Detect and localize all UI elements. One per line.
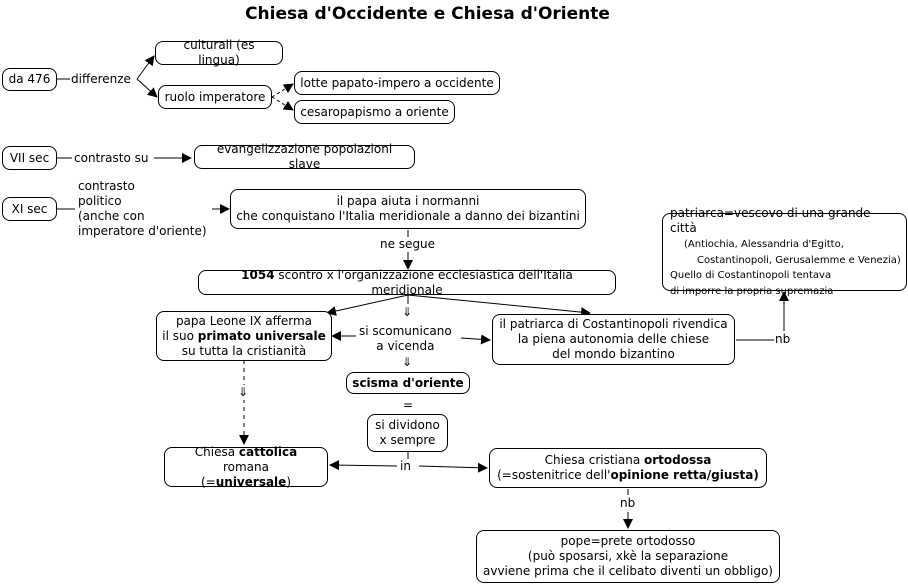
- node-si-dividono[interactable]: si dividono x sempre: [367, 414, 448, 452]
- link-label-differenze: differenze: [71, 72, 131, 87]
- link-label-nb: nb: [620, 496, 636, 511]
- node-vii-sec[interactable]: VII sec: [2, 146, 57, 170]
- node-chiesa-cattolica[interactable]: Chiesa cattolica romana (=universale): [164, 445, 328, 489]
- node-patriarca-costantinopoli[interactable]: il patriarca di Costantinopoli rivendica…: [492, 314, 735, 365]
- page-title: Chiesa d'Occidente e Chiesa d'Oriente: [245, 4, 610, 24]
- node-1054-scontro[interactable]: 1054 scontro x l'organizzazione ecclesia…: [198, 268, 616, 297]
- link-label-contrasto-su: contrasto su: [74, 151, 149, 166]
- node-chiesa-ortodossa[interactable]: Chiesa cristiana ortodossa (=sostenitric…: [489, 448, 767, 488]
- node-scisma-oriente[interactable]: scisma d'oriente: [346, 372, 470, 394]
- link-label-scomunicano: si scomunicano a vicenda: [359, 324, 452, 354]
- node-ruolo-imperatore[interactable]: ruolo imperatore: [158, 85, 272, 109]
- link-label-ne-segue: ne segue: [380, 237, 436, 252]
- node-patriarca-vescovo[interactable]: patriarca=vescovo di una grande città (A…: [662, 206, 907, 297]
- down-arrow-icon: ⇓: [402, 305, 413, 320]
- link-label-contrasto-politico: contrasto politico (anche con imperatore…: [78, 179, 207, 239]
- node-xi-sec[interactable]: XI sec: [2, 197, 57, 221]
- node-lotte-papato-impero[interactable]: lotte papato-impero a occidente: [294, 71, 500, 95]
- link-label-in: in: [400, 459, 411, 474]
- node-da-476[interactable]: da 476: [2, 68, 57, 91]
- node-evangelizzazione[interactable]: evangelizzazione popolazioni slave: [194, 142, 415, 171]
- link-label-nb: nb: [775, 332, 791, 347]
- node-pope[interactable]: pope=prete ortodosso (può sposarsi, xkè …: [476, 530, 780, 583]
- node-culturali[interactable]: culturali (es lingua): [155, 38, 283, 67]
- node-normanni[interactable]: il papa aiuta i normanni che conquistano…: [230, 189, 586, 229]
- link-label-equals: =: [403, 398, 414, 413]
- down-arrow-icon: ⇓: [238, 385, 249, 400]
- node-papa-leone[interactable]: papa Leone IX afferma il suo primato uni…: [156, 311, 332, 361]
- node-cesaropapismo[interactable]: cesaropapismo a oriente: [294, 100, 455, 124]
- down-arrow-icon: ⇓: [402, 355, 413, 370]
